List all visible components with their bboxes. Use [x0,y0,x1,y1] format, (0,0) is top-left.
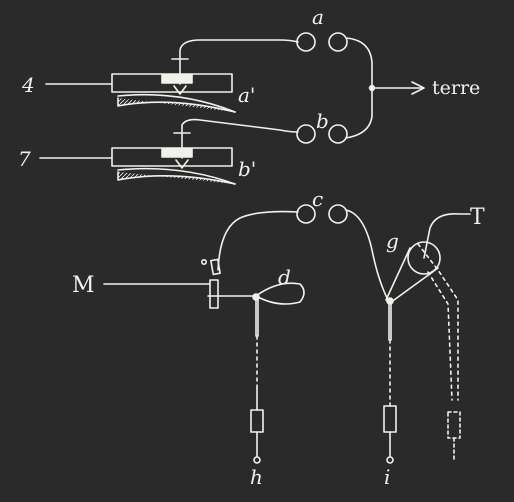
pulleys-b [296,124,348,144]
labels: a a' b b' c d g T M h i 4 7 terre [18,5,485,489]
key-a-prime-spring-shadow [117,97,236,113]
label-terre: terre [432,77,480,99]
key-b-prime-contact [161,148,193,158]
wire-a-to-junction [345,37,373,89]
label-d: d [278,265,291,289]
line-4-assembly [45,39,299,113]
pulley-g-right-strand [393,267,439,301]
key-b-prime-tip [175,159,189,169]
weight-h [250,409,264,433]
rod-i-end [386,456,394,464]
label-g: g [386,229,399,253]
label-a: a [312,5,324,29]
key-a-prime-body [111,73,233,93]
pulleys-a [296,32,348,52]
alt-position-strand-1 [417,243,459,401]
label-4: 4 [21,73,35,97]
rod-h-end [253,456,261,464]
weight-i [383,405,397,433]
wire-c-to-g [345,209,389,301]
key-b-prime-body [111,147,233,167]
crank-block [209,279,219,309]
key-a-prime-tip [173,85,187,95]
alt-position-strand-2 [427,271,453,401]
earth-arrow [411,81,425,95]
wire-crank-to-c [217,210,299,271]
label-t: T [470,205,485,230]
label-7: 7 [18,147,31,171]
wire-key-b-prime-to-b [181,118,299,134]
label-c: c [312,187,323,211]
label-b-prime: b' [238,157,256,181]
crank-lever-d [255,282,305,305]
label-h: h [250,465,263,489]
label-a-prime: a' [238,83,255,107]
pulley-t-bracket [423,212,471,259]
crank-small-ring [201,258,208,265]
line-7-assembly [39,118,299,185]
key-b-prime-spring-shadow [117,171,236,185]
key-b-prime-spring [117,167,236,185]
label-m: M [72,273,95,298]
pulley-g-node [386,297,394,305]
pulleys-c [296,204,348,224]
crank-assembly [103,258,305,464]
key-a-prime-spring [117,93,236,113]
label-b: b [316,109,329,133]
alt-position-weight [447,411,461,439]
label-i: i [384,465,390,489]
pulley-g [407,241,441,275]
pulley-g-assembly [383,212,471,464]
pulley-g-left-strand [385,247,411,301]
key-a-prime-contact [161,74,193,84]
wire-key-a-prime-to-a [179,39,299,60]
wire-b-to-junction [345,87,373,139]
